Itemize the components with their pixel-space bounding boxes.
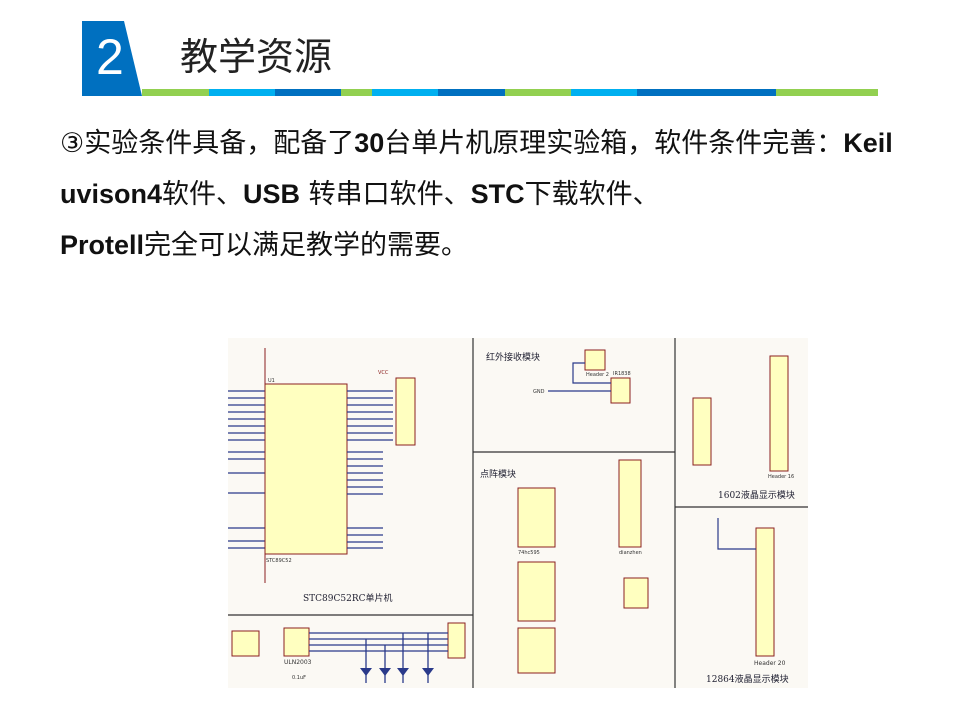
svg-text:红外接收模块: 红外接收模块 [486, 351, 540, 363]
lcd12864-block: Header 20 12864液晶显示模块 [706, 518, 789, 685]
ir-receiver-block: 红外接收模块 Header 2 IR1838 GND [486, 349, 631, 404]
svg-text:U1: U1 [268, 378, 275, 384]
svg-text:STC89C52RC单片机: STC89C52RC单片机 [303, 592, 393, 604]
body-paragraph: ③实验条件具备，配备了30台单片机原理实验箱，软件条件完善：Keil uviso… [60, 128, 893, 261]
section-number: 2 [96, 29, 124, 85]
lcd1602-block: Header 16 1602液晶显示模块 [692, 355, 795, 501]
header20-label: Header 20 [754, 660, 786, 667]
svg-text:12864液晶显示模块: 12864液晶显示模块 [706, 673, 789, 685]
svg-text:dianzhen: dianzhen [619, 550, 642, 556]
slide-title: 教学资源 [180, 35, 333, 79]
circuit-schematic-image: STC89C52 U1 VCC STC89C52RC单片机 ULN2003 0.… [228, 338, 808, 688]
svg-text:STC89C52: STC89C52 [266, 558, 292, 564]
svg-text:点阵模块: 点阵模块 [480, 468, 516, 480]
led-driver-block: ULN2003 0.1uF [231, 622, 466, 683]
svg-text:Header 16: Header 16 [768, 474, 794, 480]
svg-text:IR1838: IR1838 [613, 371, 631, 377]
svg-text:1602液晶显示模块: 1602液晶显示模块 [718, 489, 795, 501]
mcu-block: STC89C52 U1 VCC STC89C52RC单片机 [228, 348, 416, 604]
svg-text:Header 2: Header 2 [586, 372, 609, 378]
svg-text:0.1uF: 0.1uF [292, 675, 306, 681]
svg-text:GND: GND [533, 389, 545, 395]
svg-text:74hc595: 74hc595 [518, 550, 540, 556]
uln2003-label: ULN2003 [284, 659, 312, 666]
dot-matrix-block: 点阵模块 74hc595 dianzhen [480, 459, 649, 674]
svg-text:VCC: VCC [378, 370, 389, 376]
